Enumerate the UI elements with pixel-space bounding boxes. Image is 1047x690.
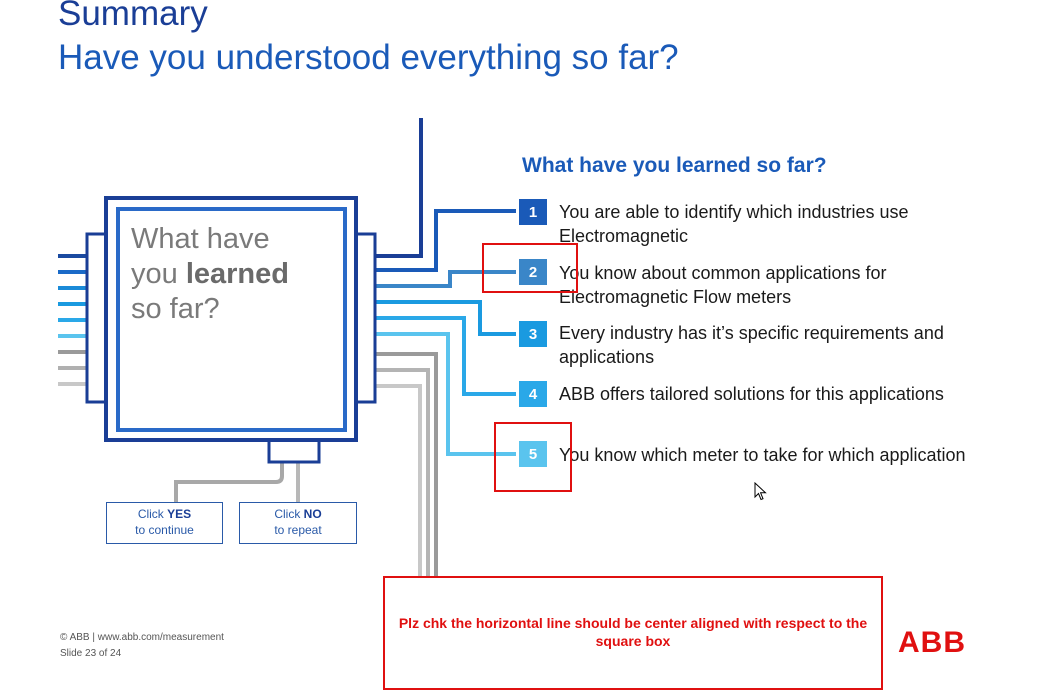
item-3-text: Every industry has it’s specific require… — [559, 323, 944, 367]
no-button-sub: to repeat — [274, 523, 322, 537]
abb-logo: ABB — [898, 626, 966, 659]
review-comment-box — [383, 576, 883, 690]
item-2-text: You know about common applications for E… — [559, 263, 887, 307]
yes-button[interactable]: Click YES to continue — [106, 502, 223, 544]
mouse-pointer-icon — [754, 482, 767, 501]
no-button[interactable]: Click NO to repeat — [239, 502, 357, 544]
item-4-text: ABB offers tailored solutions for this a… — [559, 384, 944, 404]
chip-line-1: What have — [131, 223, 270, 255]
item-5-text: You know which meter to take for which a… — [559, 445, 966, 465]
chip-line-2-bold: learned — [185, 258, 289, 290]
item-1-text: You are able to identify which industrie… — [559, 202, 909, 246]
chip-line-2-prefix: you — [131, 258, 186, 290]
yes-button-prefix: Click — [137, 507, 168, 521]
review-highlight-box-item-2 — [482, 243, 578, 293]
item-2-number: 2 — [519, 259, 547, 285]
yes-button-sub: to continue — [135, 523, 194, 537]
no-button-highlight: NO — [303, 507, 322, 521]
chip-label: What have you learned so far? — [131, 222, 341, 327]
no-button-line-1: Click NO — [240, 506, 356, 522]
no-button-prefix: Click — [274, 507, 304, 521]
footer-slide-number: Slide 23 of 24 — [60, 648, 122, 659]
slide-subtitle: Have you understood everything so far? — [58, 38, 679, 77]
item-3-number: 3 — [519, 321, 547, 347]
chip-line-2: you learned — [131, 257, 341, 292]
footer-copyright: © ABB | www.abb.com/measurement — [60, 632, 224, 643]
item-5-number: 5 — [519, 441, 547, 467]
review-highlight-box-item-5 — [494, 422, 572, 492]
yes-button-highlight: YES — [167, 507, 192, 521]
item-4-number: 4 — [519, 381, 547, 407]
yes-button-line-1: Click YES — [107, 506, 222, 522]
slide-title: Summary — [58, 0, 208, 33]
review-comment-text: Plz chk the horizontal line should be ce… — [398, 615, 868, 649]
item-1-number: 1 — [519, 199, 547, 225]
chip-line-3: so far? — [131, 293, 220, 325]
learned-heading: What have you learned so far? — [522, 154, 827, 177]
